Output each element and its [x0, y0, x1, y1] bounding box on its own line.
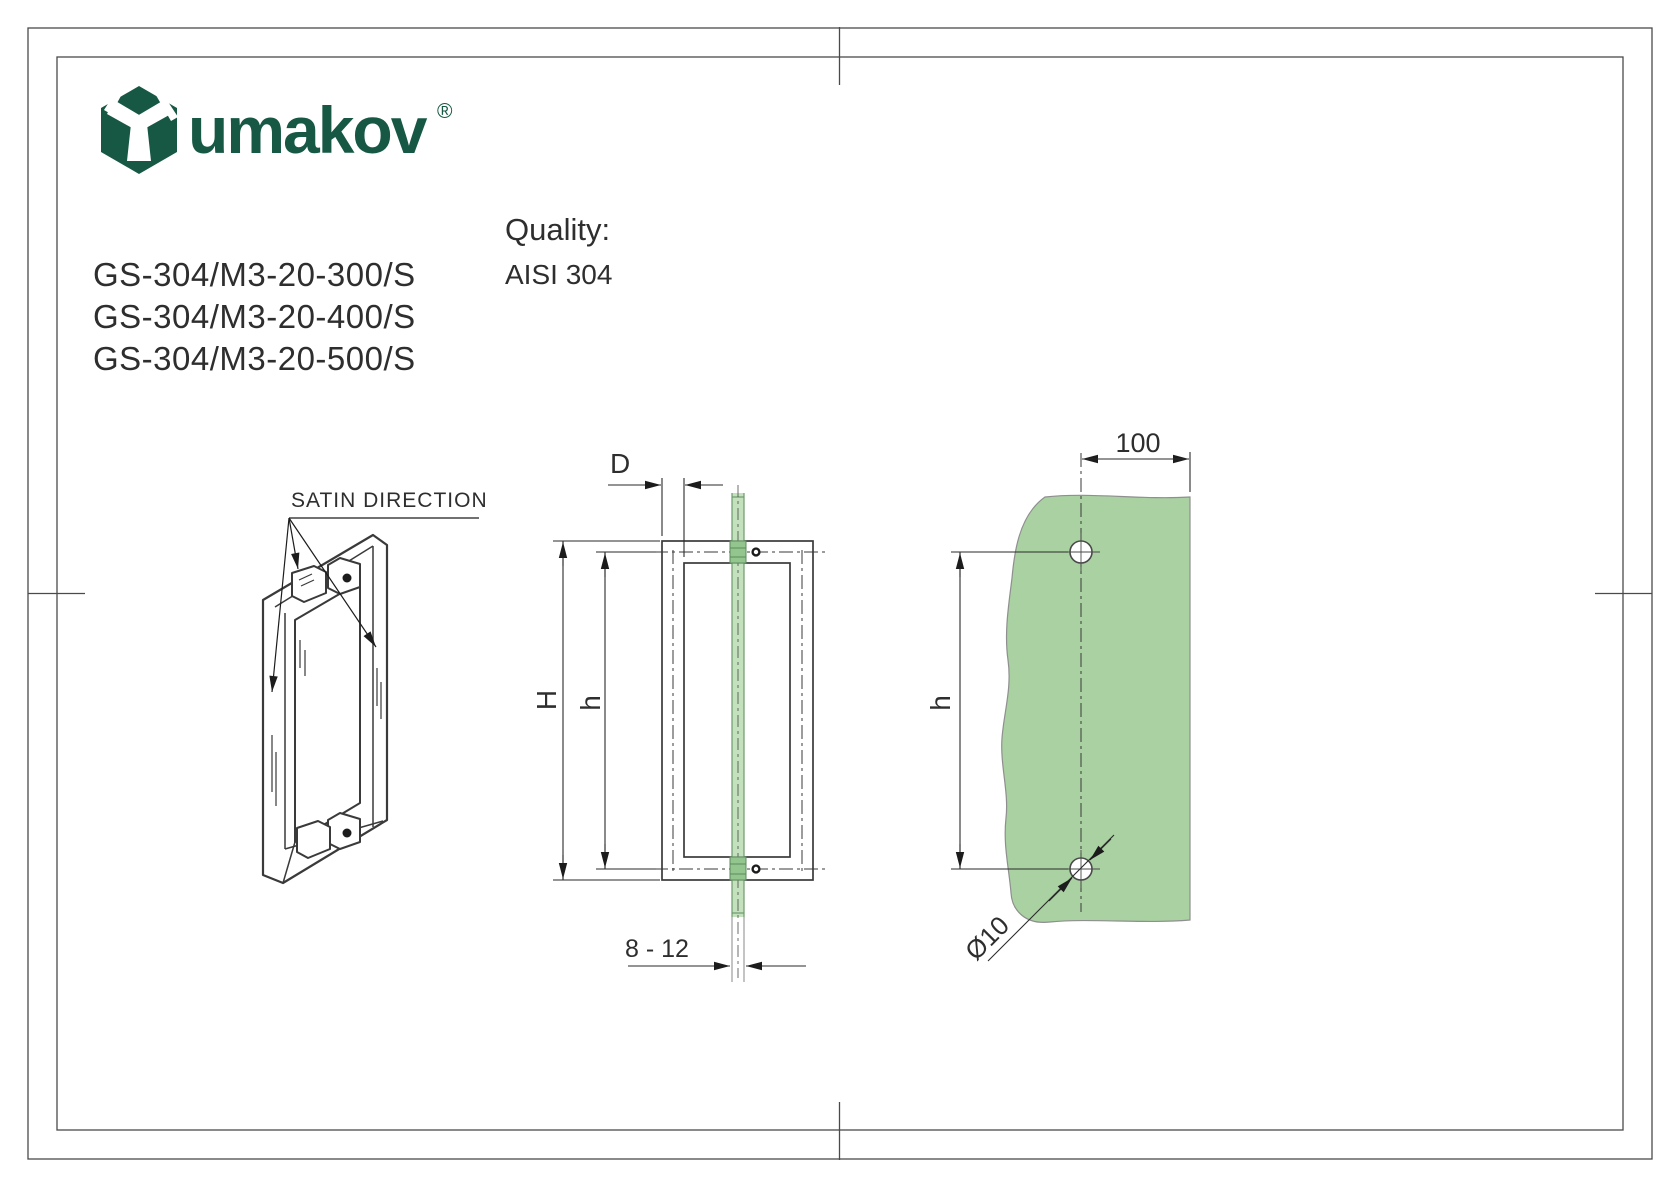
- dim-label-hole-spacing-panel: h: [925, 695, 956, 711]
- handle-3d-view: [261, 533, 389, 885]
- panel-dimensions: [951, 452, 1191, 962]
- satin-direction-label: SATIN DIRECTION: [291, 489, 488, 512]
- handle-side-view: [553, 478, 826, 982]
- side-view-dimensions: [553, 478, 806, 971]
- glass-panel-view: [951, 452, 1191, 962]
- product-code-1: GS-304/M3-20-300/S: [93, 256, 416, 293]
- bolt-bottom: [751, 864, 761, 874]
- product-code-2: GS-304/M3-20-400/S: [93, 298, 416, 335]
- dim-label-hole-offset: 100: [1115, 428, 1161, 458]
- top-standoff-blocks: [291, 557, 361, 603]
- umakov-logo-icon: [101, 85, 178, 174]
- drill-holes: [1062, 533, 1100, 888]
- quality-label: Quality:: [505, 212, 611, 247]
- glass-panel: [1001, 494, 1191, 923]
- satin-direction-leaders: [269, 517, 479, 693]
- bolt-top: [751, 547, 761, 557]
- brand-wordmark: umakov: [188, 93, 427, 167]
- sheet-border: [27, 27, 1653, 1160]
- dim-label-depth: D: [610, 448, 631, 479]
- product-code-3: GS-304/M3-20-500/S: [93, 340, 416, 377]
- dim-label-total-height: H: [531, 689, 562, 711]
- bottom-standoff-blocks: [296, 812, 361, 859]
- registered-trademark-symbol: ®: [437, 100, 453, 123]
- quality-value: AISI 304: [505, 259, 613, 290]
- glass-strip: [729, 485, 747, 982]
- satin-texture-marks: [271, 640, 382, 806]
- dim-label-hole-spacing-side: h: [575, 695, 606, 711]
- dim-label-glass-thickness: 8 - 12: [625, 935, 689, 963]
